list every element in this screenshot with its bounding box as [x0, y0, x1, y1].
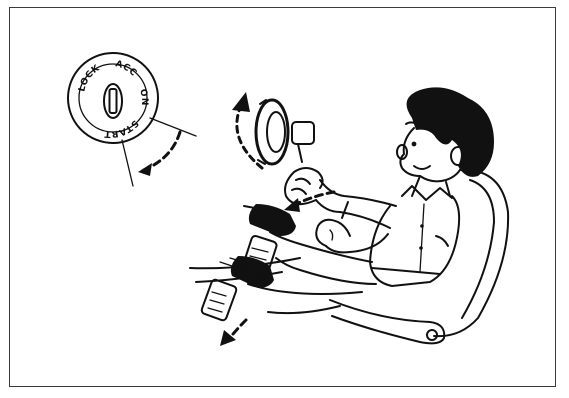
position-label-acc: ACC [114, 59, 138, 78]
eye-icon [412, 142, 417, 147]
driver-figure [231, 87, 508, 343]
belt-line [372, 268, 440, 274]
lower-leg-back [268, 306, 340, 313]
hand-key [285, 168, 323, 204]
shirt-cuff [342, 202, 348, 218]
mouth-smile [414, 166, 430, 169]
finger-lines [292, 179, 310, 194]
button-icon [420, 224, 424, 228]
collar [402, 186, 452, 200]
upper-leg-right [270, 232, 372, 262]
turn-arrow-head-icon [232, 92, 250, 112]
pointer-line-upper [150, 118, 196, 136]
steering-wheel-icon [256, 100, 288, 164]
pointer-line-lower [122, 140, 133, 186]
left-finger [330, 230, 333, 240]
left-hand [316, 220, 350, 246]
seat-bolt-icon [427, 330, 437, 340]
key-blade-icon [110, 89, 117, 113]
key-fob-icon [292, 122, 314, 144]
seat-back [434, 170, 508, 336]
key-shaft [298, 144, 302, 162]
left-arm [326, 234, 388, 252]
steering-column-group [232, 92, 288, 168]
clutch-pedal-icon [201, 279, 238, 322]
upper-leg-right-lower [276, 258, 376, 284]
rotation-arrow-head-icon [138, 163, 152, 176]
right-arm-lower [316, 200, 390, 228]
pedals-group [190, 235, 300, 321]
foot-arrow-head-icon [284, 198, 300, 212]
position-label-start: START [103, 118, 139, 139]
hair [407, 87, 494, 177]
steering-hub-icon [267, 112, 285, 152]
clutch-pedal-ridges [208, 292, 226, 312]
ignition-switch-dial: LOCK ACC ON START [68, 53, 196, 186]
rotation-arrow-dashed [144, 132, 180, 170]
shirt-crease [436, 236, 448, 246]
button-icon [419, 246, 423, 250]
shirt-placket [420, 204, 424, 272]
